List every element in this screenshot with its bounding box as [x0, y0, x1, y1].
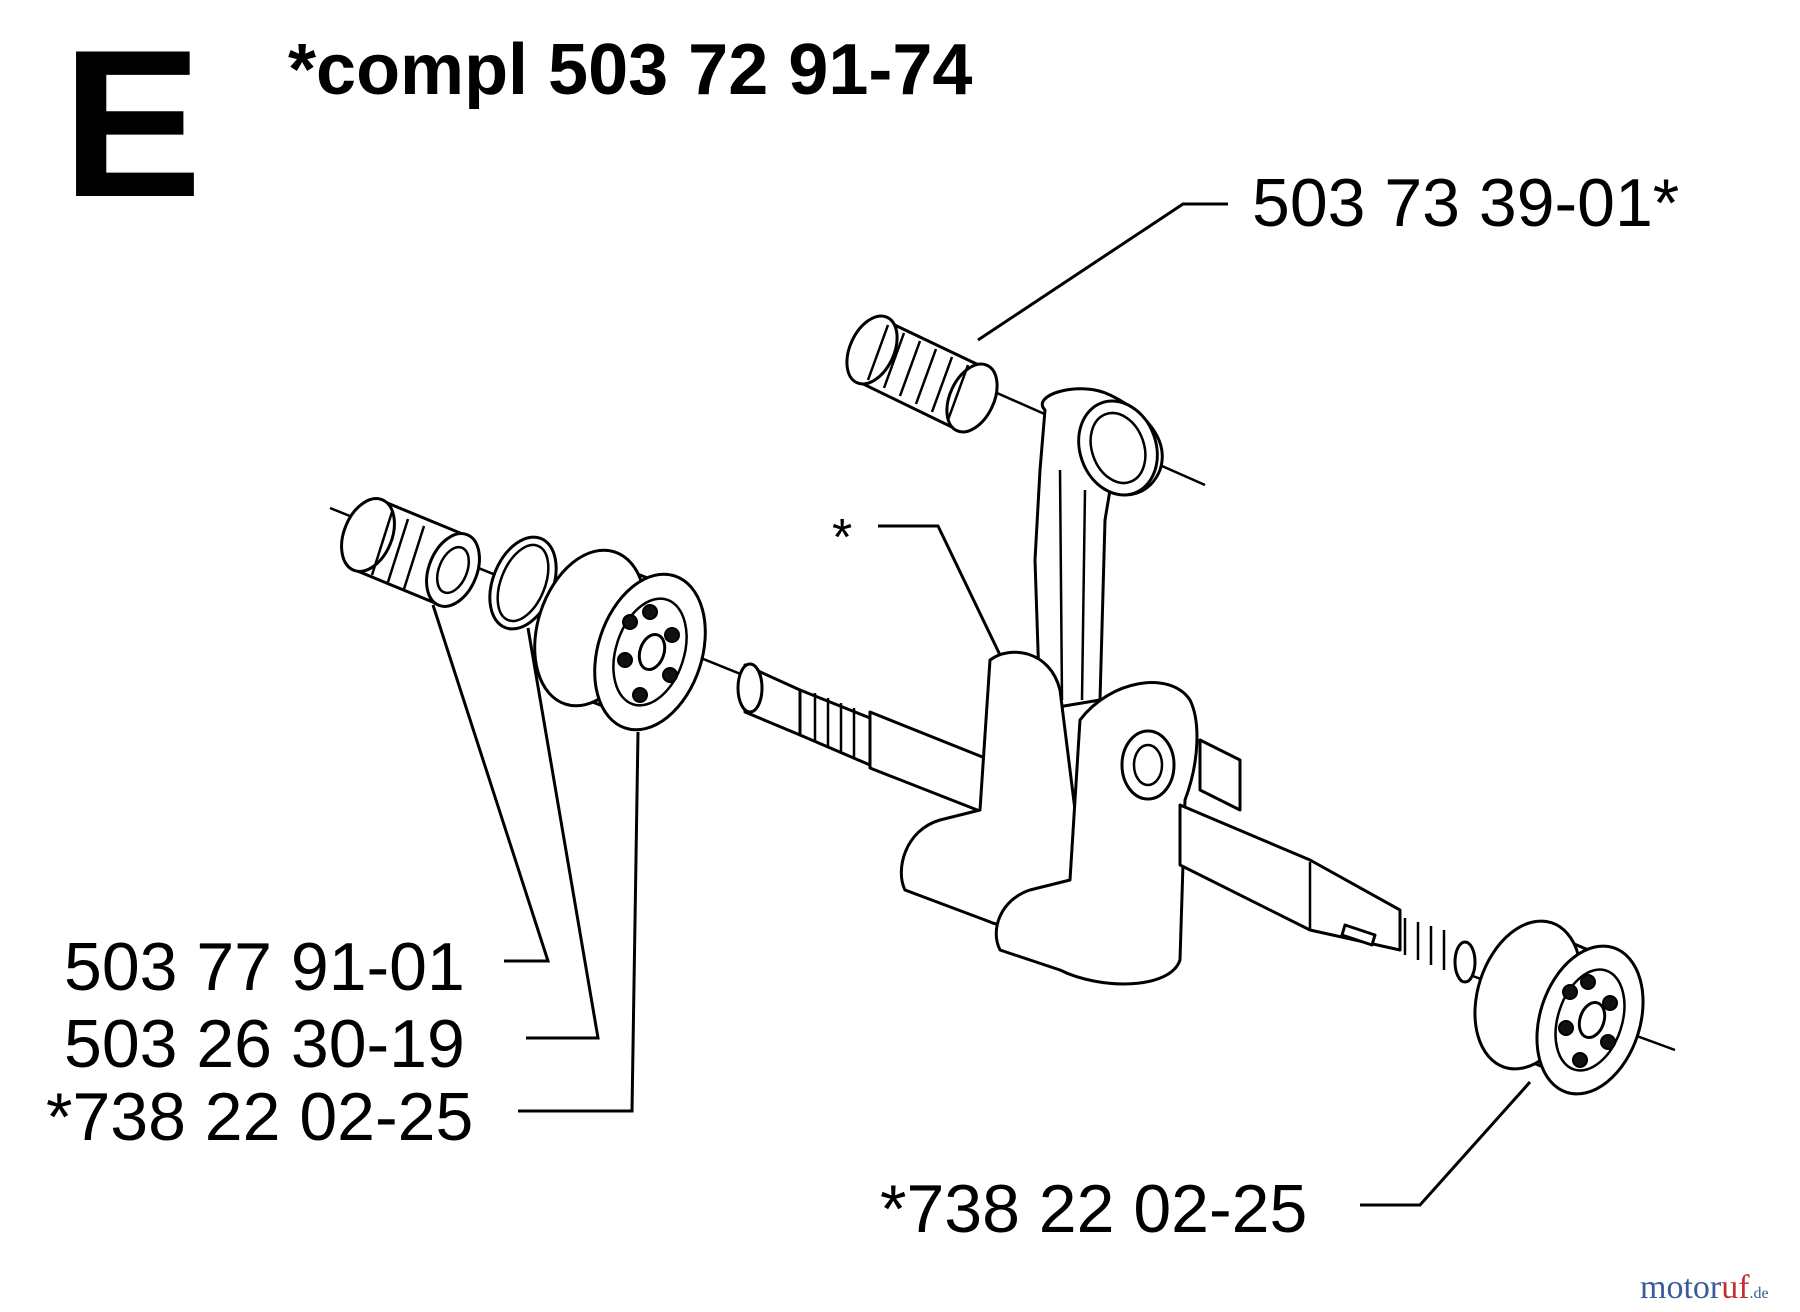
assembly-label: *compl 503 72 91-74: [288, 30, 972, 110]
bushing-part: [340, 497, 481, 608]
bushing-label: 503 77 91-01: [64, 929, 465, 1005]
section-letter: E: [62, 6, 202, 241]
needle-bearing-part: [845, 314, 999, 434]
o-ring-label: 503 26 30-19: [64, 1006, 465, 1082]
needle-bearing-label: 503 73 39-01*: [1252, 165, 1679, 241]
watermark-part-a: motor: [1640, 1269, 1722, 1306]
watermark-part-b: uf: [1721, 1269, 1750, 1306]
crankshaft-part: [736, 650, 1477, 986]
watermark-part-c: .de: [1750, 1285, 1769, 1302]
o-ring-part: [488, 535, 558, 631]
connecting-rod-part: [1033, 387, 1164, 712]
ball-bearing-left-label: *738 22 02-25: [46, 1079, 473, 1155]
ball-bearing-left-part: [533, 548, 707, 732]
svg-text:motoruf.de: motoruf.de: [1640, 1269, 1769, 1306]
ball-bearing-right-part: [1473, 919, 1645, 1096]
watermark-logo: motoruf.de: [1640, 1269, 1769, 1306]
crankshaft-marker: *: [832, 509, 852, 567]
leader-lines: [431, 202, 1532, 1207]
ball-bearing-right-label: *738 22 02-25: [880, 1171, 1307, 1247]
